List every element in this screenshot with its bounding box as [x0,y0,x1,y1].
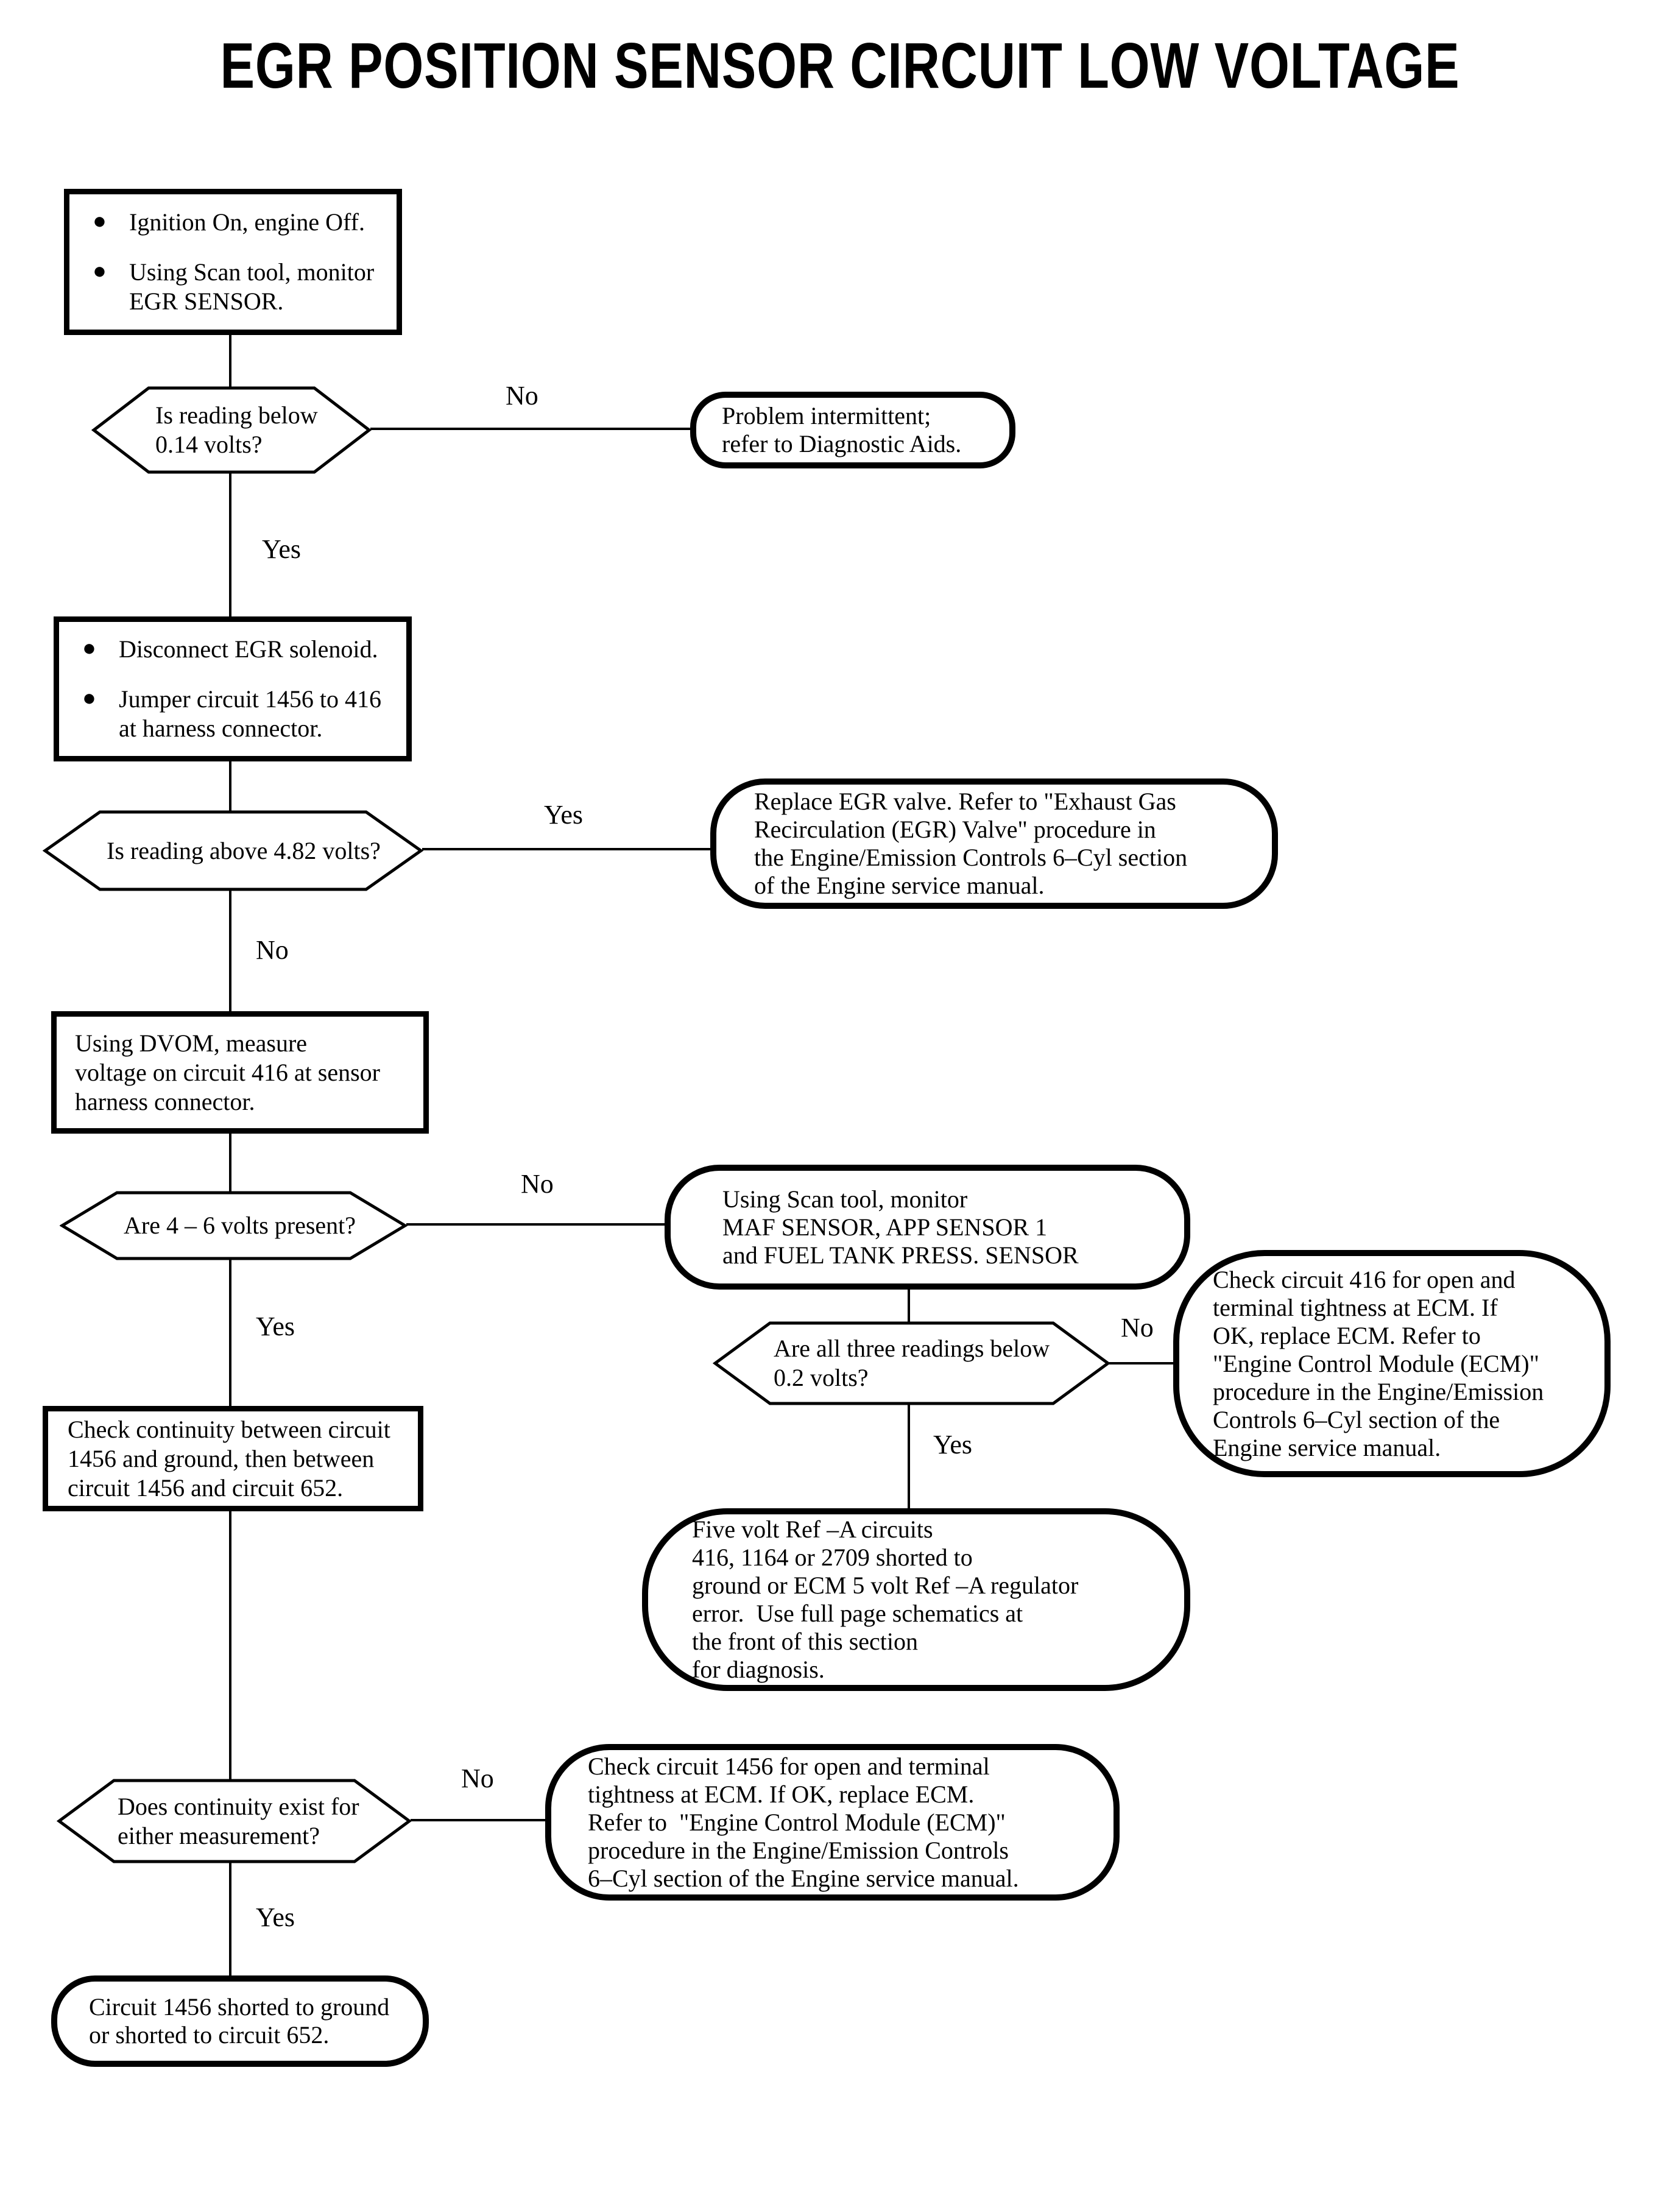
decision-text: Are all three readings below 0.2 volts? [774,1335,1050,1391]
terminal-problem-intermittent: Problem intermittent; refer to Diagnosti… [690,392,1015,468]
label-no: No [256,935,289,965]
terminal-five-volt-ref: Five volt Ref –A circuits 416, 1164 or 2… [642,1508,1190,1691]
hexagon-shape [713,1321,1110,1405]
decision-text: Does continuity exist for either measure… [118,1792,359,1849]
terminal-check-circuit-416: Check circuit 416 for open and terminal … [1173,1250,1611,1477]
decision-reading-below-014: Is reading below 0.14 volts? [91,386,372,475]
decision-continuity-exists: Does continuity exist for either measure… [57,1778,412,1864]
hexagon-shape [43,810,423,891]
bullet-item: ● Ignition On, engine Off. [90,208,390,237]
bullet-icon: ● [82,635,96,661]
label-no: No [506,381,538,411]
hexagon-shape [60,1191,408,1260]
connector-line [1109,1362,1174,1364]
connector-line [411,1819,546,1821]
terminal-replace-egr-valve: Replace EGR valve. Refer to "Exhaust Gas… [710,778,1278,909]
hexagon-shape [91,386,372,474]
label-no: No [461,1763,494,1793]
process-text: Using DVOM, measure voltage on circuit 4… [75,1029,380,1115]
bullet-text: Disconnect EGR solenoid. [119,635,378,663]
connector-line [229,473,231,618]
connector-line [229,1132,231,1191]
process-check-continuity: Check continuity between circuit 1456 an… [43,1406,423,1511]
bullet-text: Using Scan tool, monitor EGR SENSOR. [129,258,375,315]
bullet-text: Jumper circuit 1456 to 416 at harness co… [119,685,382,742]
decision-reading-above-482: Is reading above 4.82 volts? [43,810,423,892]
bullet-icon: ● [93,258,107,284]
bullet-icon: ● [93,208,107,234]
decision-text: Are 4 – 6 volts present? [124,1212,356,1239]
label-yes: Yes [262,534,302,564]
process-text: Check continuity between circuit 1456 an… [68,1415,390,1502]
connector-line [908,1288,910,1322]
connector-line [370,428,691,430]
decision-text: Is reading above 4.82 volts? [107,836,381,864]
bullet-item: ● Using Scan tool, monitor EGR SENSOR. [90,258,390,316]
page-title: EGR POSITION SENSOR CIRCUIT LOW VOLTAGE [220,30,1460,102]
label-yes: Yes [933,1430,973,1460]
connector-line [229,1510,231,1779]
label-yes: Yes [544,800,584,830]
connector-line [908,1405,910,1509]
label-yes: Yes [256,1902,295,1932]
label-no: No [1121,1313,1154,1343]
decision-three-readings-below-02: Are all three readings below 0.2 volts? [713,1321,1110,1406]
label-no: No [521,1169,554,1199]
connector-line [229,891,231,1012]
connector-line [229,760,231,811]
process-disconnect-jumper: ● Disconnect EGR solenoid. ● Jumper circ… [54,616,412,761]
process-ignition-scan: ● Ignition On, engine Off. ● Using Scan … [64,189,402,335]
terminal-circuit-1456-shorted: Circuit 1456 shorted to ground or shorte… [51,1975,429,2067]
bullet-item: ● Disconnect EGR solenoid. [80,635,400,664]
connector-line [229,1260,231,1407]
decision-text: Is reading below 0.14 volts? [155,401,318,458]
terminal-scan-maf-app-fuel: Using Scan tool, monitor MAF SENSOR, APP… [665,1165,1190,1290]
hexagon-shape [57,1779,412,1863]
bullet-text: Ignition On, engine Off. [129,208,365,236]
bullet-icon: ● [82,685,96,711]
bullet-item: ● Jumper circuit 1456 to 416 at harness … [80,685,400,743]
connector-line [229,335,231,387]
terminal-check-circuit-1456: Check circuit 1456 for open and terminal… [545,1744,1120,1901]
connector-line [406,1223,666,1226]
label-yes: Yes [256,1312,295,1341]
process-dvom-measure: Using DVOM, measure voltage on circuit 4… [51,1011,429,1134]
connector-line [422,848,711,850]
connector-line [229,1863,231,1977]
decision-4-6-volts-present: Are 4 – 6 volts present? [60,1190,408,1261]
